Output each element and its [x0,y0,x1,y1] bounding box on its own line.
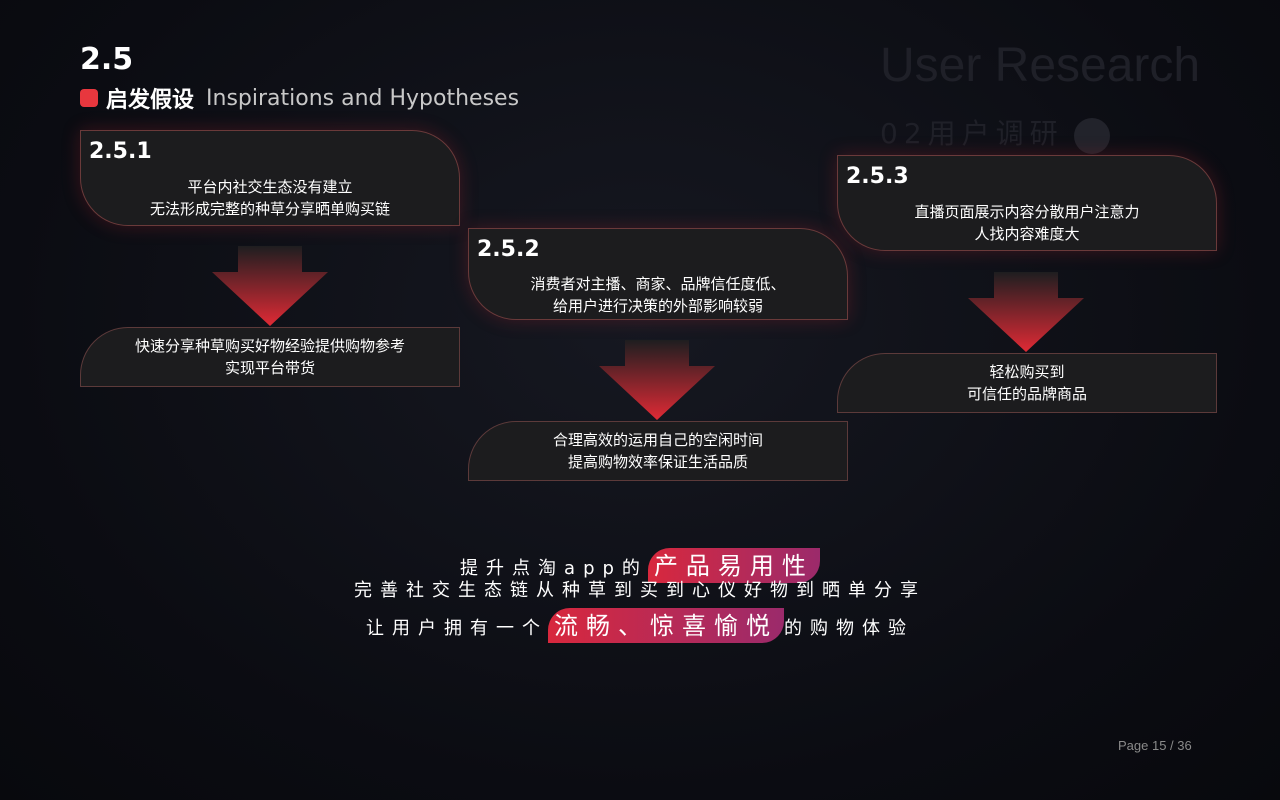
conclusion-text: 的购物体验 [784,618,914,639]
result-line: 快速分享种草购买好物经验提供购物参考 [134,337,405,355]
hypothesis-problem: 平台内社交生态没有建立 无法形成完整的种草分享晒单购买链 [81,176,459,220]
ghost-subtitle: 02用户调研 [880,117,1064,150]
section-title: 启发假设 Inspirations and Hypotheses [80,82,519,114]
result-line: 实现平台带货 [224,359,315,377]
problem-line: 无法形成完整的种草分享晒单购买链 [149,200,390,218]
red-square-icon [80,89,98,107]
problem-line: 给用户进行决策的外部影响较弱 [552,297,763,315]
result-line: 合理高效的运用自己的空闲时间 [552,431,763,449]
hypothesis-card-1: 2.5.1 平台内社交生态没有建立 无法形成完整的种草分享晒单购买链 [80,130,460,226]
result-line: 提高购物效率保证生活品质 [567,453,748,471]
hypothesis-number: 2.5.2 [477,237,540,262]
result-line: 轻松购买到 [989,363,1065,381]
page-indicator: Page 15 / 36 [1118,738,1192,753]
ghost-title: User Research [880,39,1201,92]
ghost-dot-decoration [1074,118,1110,154]
hypothesis-result-2: 合理高效的运用自己的空闲时间 提高购物效率保证生活品质 [468,421,848,481]
hypothesis-result-3: 轻松购买到 可信任的品牌商品 [837,353,1217,413]
conclusion-text: 提升点淘app的 [460,558,648,579]
conclusion-text: 让用户拥有一个 [366,618,548,639]
hypothesis-card-3: 2.5.3 直播页面展示内容分散用户注意力 人找内容难度大 [837,155,1217,251]
hypothesis-number: 2.5.3 [846,164,909,189]
arrow-down-icon [599,340,715,420]
problem-line: 人找内容难度大 [974,225,1080,243]
conclusion-line-3: 让用户拥有一个流畅、惊喜愉悦的购物体验 [0,606,1280,643]
hypothesis-result-1: 快速分享种草购买好物经验提供购物参考 实现平台带货 [80,327,460,387]
conclusion-highlight: 产品易用性 [647,546,820,583]
problem-line: 平台内社交生态没有建立 [187,178,353,196]
section-title-cn: 启发假设 [106,88,195,113]
hypothesis-problem: 直播页面展示内容分散用户注意力 人找内容难度大 [838,201,1216,245]
conclusion-highlight: 流畅、惊喜愉悦 [548,606,784,643]
problem-line: 消费者对主播、商家、品牌信任度低、 [530,275,786,293]
conclusion-line-1: 提升点淘app的产品易用性 [0,546,1280,583]
problem-line: 直播页面展示内容分散用户注意力 [914,203,1140,221]
result-line: 可信任的品牌商品 [966,385,1087,403]
hypothesis-number: 2.5.1 [89,139,152,164]
arrow-down-icon [212,246,328,326]
section-title-en: Inspirations and Hypotheses [206,85,520,111]
hypothesis-card-2: 2.5.2 消费者对主播、商家、品牌信任度低、 给用户进行决策的外部影响较弱 [468,228,848,320]
hypothesis-problem: 消费者对主播、商家、品牌信任度低、 给用户进行决策的外部影响较弱 [469,273,847,317]
arrow-down-icon [968,272,1084,352]
section-number: 2.5 [80,42,134,77]
conclusion-line-2: 完善社交生态链从种草到买到心仪好物到晒单分享 [354,580,926,601]
